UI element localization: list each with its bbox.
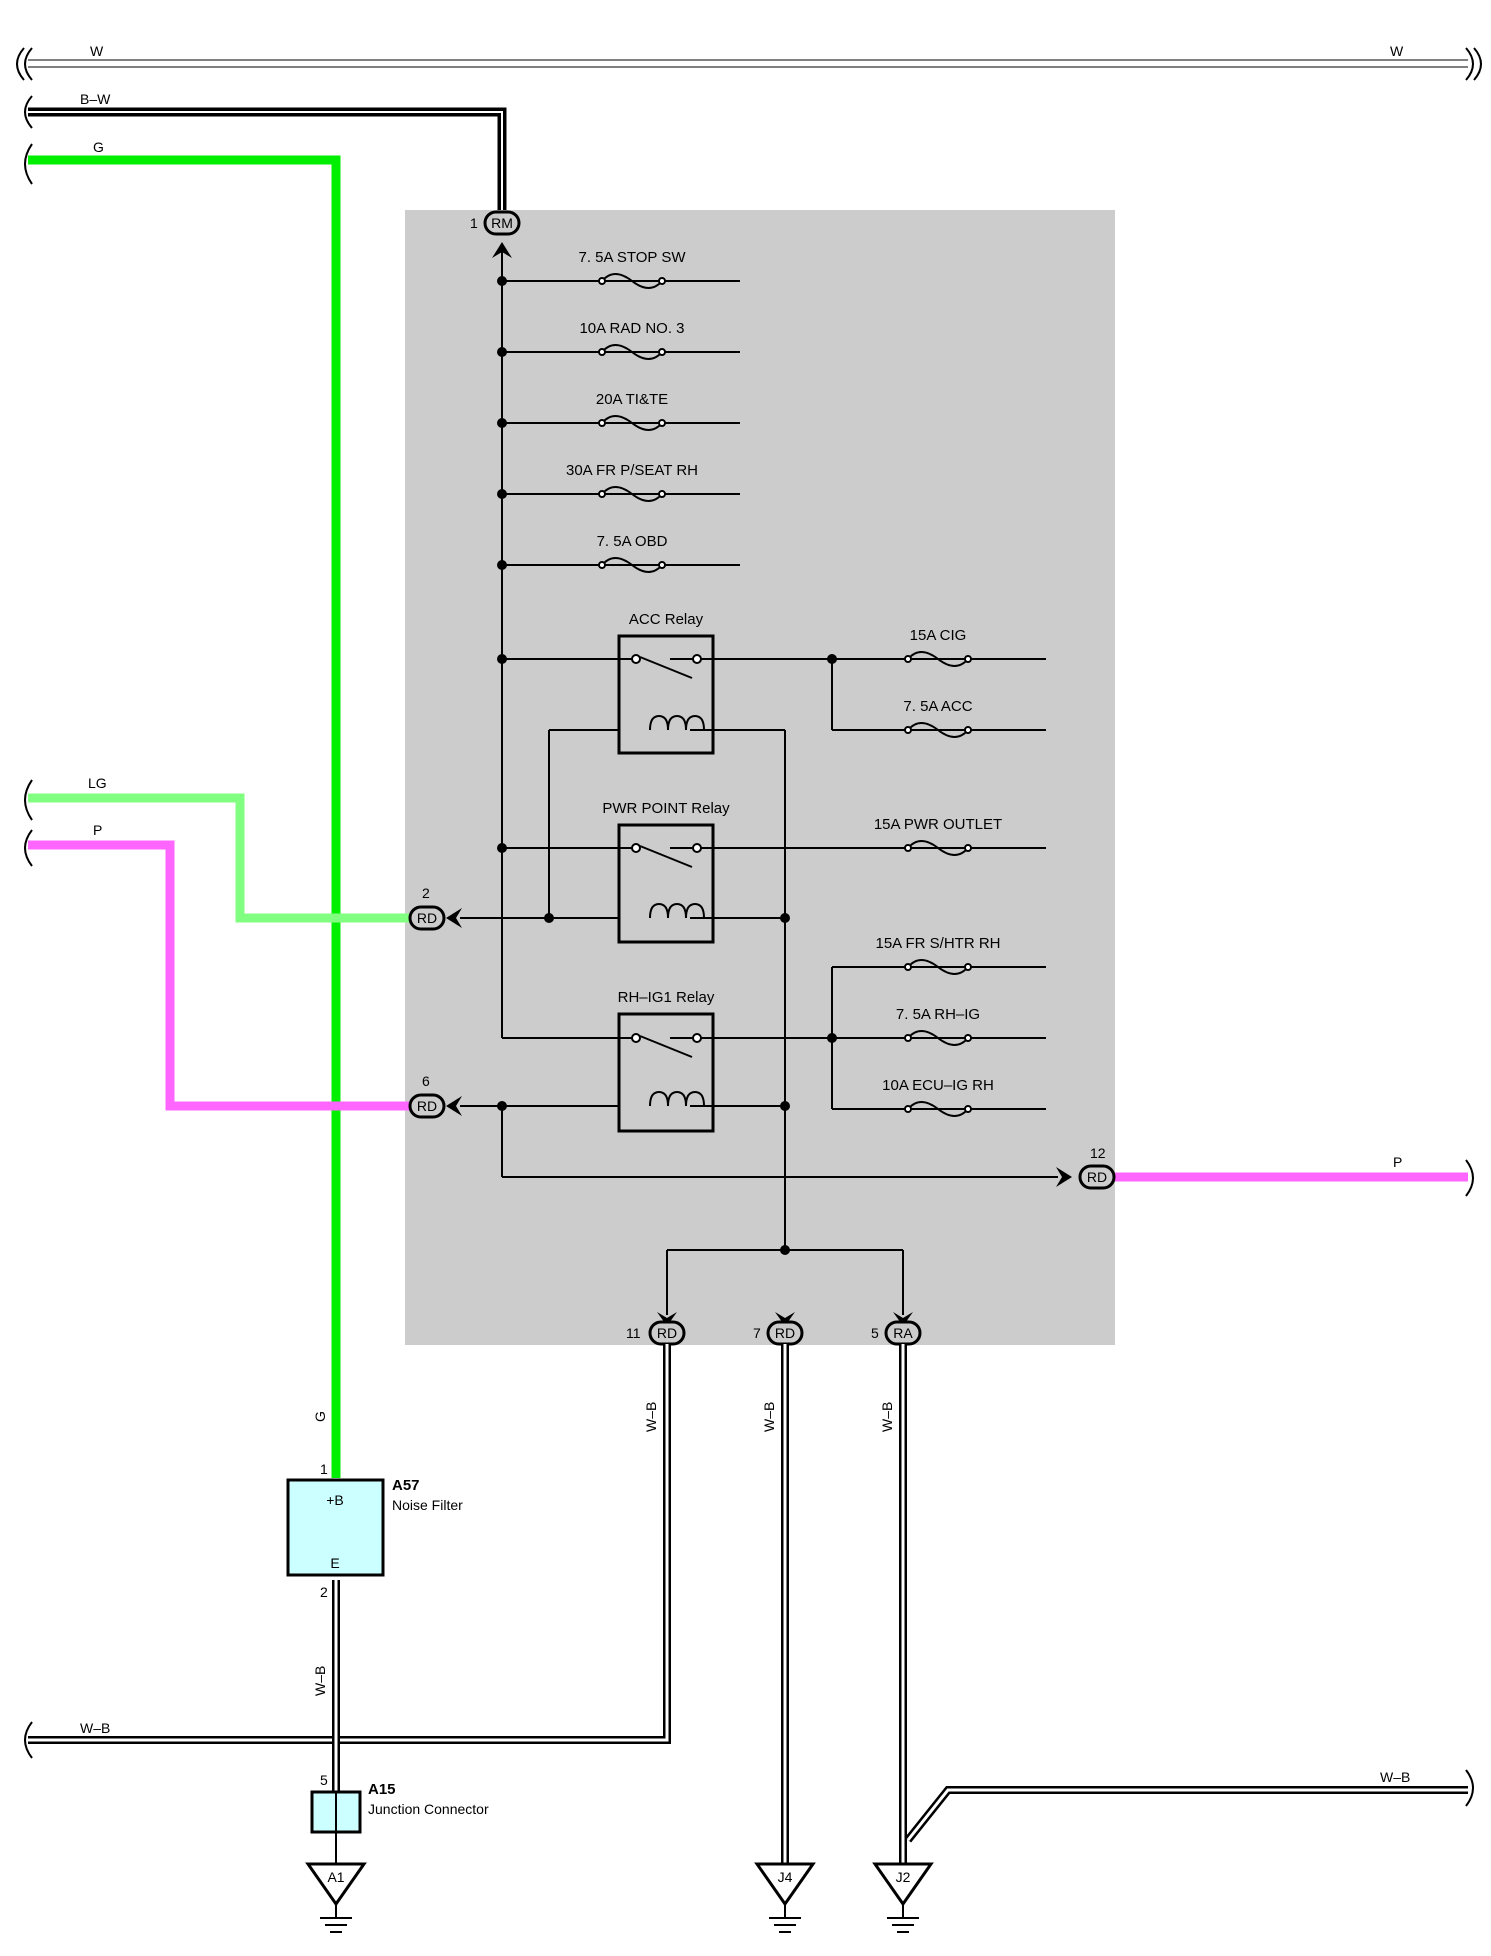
- noise-filter-a57: [286, 1478, 385, 1577]
- wire-lg: [28, 793, 412, 923]
- a57-name: Noise Filter: [392, 1497, 463, 1513]
- ground-j2: [872, 1862, 934, 1933]
- connector-pin-11: 11: [626, 1325, 641, 1341]
- wire-label-bw: B–W: [80, 91, 111, 107]
- connector-code-12: RD: [1087, 1169, 1107, 1185]
- connector-code-5: RA: [893, 1325, 913, 1341]
- fuse-label-cig: 15A CIG: [910, 627, 967, 644]
- wire-label-wb-a57: W–B: [312, 1666, 328, 1696]
- connector-pin-1: 1: [470, 215, 478, 231]
- wire-label-wb-7: W–B: [761, 1402, 777, 1432]
- wire-break-marks: [16, 47, 1482, 1807]
- connector-code-6: RD: [417, 1098, 437, 1114]
- ground-label-j4: J4: [778, 1869, 793, 1885]
- rh-ig1-relay: [617, 1012, 715, 1133]
- fuse-label-stop-sw: 7. 5A STOP SW: [579, 249, 687, 266]
- ground-label-a1: A1: [327, 1869, 344, 1885]
- a57-pin-e-label: E: [330, 1555, 339, 1571]
- acc-relay: [617, 634, 715, 755]
- relay-label-rh-ig1: RH–IG1 Relay: [618, 989, 715, 1006]
- wire-g: [28, 155, 341, 1478]
- wire-label-wb-bottom-right: W–B: [1380, 1769, 1410, 1785]
- wire-label-wb-bottom-left: W–B: [80, 1720, 110, 1736]
- wire-label-w-right: W: [1390, 43, 1404, 59]
- fuse-label-ti-te: 20A TI&TE: [596, 391, 668, 408]
- relay-label-pwr-point: PWR POINT Relay: [602, 800, 730, 817]
- connector-code-7: RD: [775, 1325, 795, 1341]
- a57-pin-b-label: +B: [326, 1492, 344, 1508]
- ground-a1: [305, 1862, 367, 1933]
- relay-label-acc: ACC Relay: [629, 611, 704, 628]
- fuse-label-fr-pseat-rh: 30A FR P/SEAT RH: [566, 462, 698, 479]
- connector-arrows: [446, 242, 1072, 1326]
- connector-pin-7: 7: [753, 1325, 761, 1341]
- connector-code-2: RD: [417, 910, 437, 926]
- a15-name: Junction Connector: [368, 1801, 489, 1817]
- a57-pin2: 2: [320, 1584, 328, 1600]
- fuse-label-ecu-ig-rh: 10A ECU–IG RH: [882, 1077, 994, 1094]
- pwr-point-relay: [617, 823, 715, 944]
- fuse-label-fr-shtr-rh: 15A FR S/HTR RH: [875, 935, 1000, 952]
- junction-dots: [497, 276, 837, 1255]
- fuse-label-rh-ig: 7. 5A RH–IG: [896, 1006, 980, 1023]
- wire-label-p-left: P: [93, 822, 102, 838]
- fuse-label-pwr-outlet: 15A PWR OUTLET: [874, 816, 1002, 833]
- wire-bw: [28, 107, 507, 210]
- wire-label-p-right: P: [1393, 1154, 1402, 1170]
- connector-code-1: RM: [491, 215, 513, 231]
- internal-wiring: [460, 248, 1058, 1315]
- connector-pin-2: 2: [422, 885, 430, 901]
- a57-pin1: 1: [320, 1461, 328, 1477]
- ground-label-j2: J2: [896, 1869, 911, 1885]
- wire-wb-right: [904, 1786, 1468, 1843]
- wire-label-w-left: W: [90, 43, 104, 59]
- junction-block-area: [405, 210, 1115, 1345]
- a15-pin5: 5: [320, 1772, 328, 1788]
- fuse-symbols: [598, 273, 972, 1117]
- fuse-label-rad-no3: 10A RAD NO. 3: [579, 320, 684, 337]
- fuse-label-obd: 7. 5A OBD: [597, 533, 668, 550]
- connector-pin-6: 6: [422, 1073, 430, 1089]
- wire-label-wb-11: W–B: [643, 1402, 659, 1432]
- wire-label-g-top: G: [93, 139, 104, 155]
- a57-code: A57: [392, 1477, 420, 1494]
- connector-code-11: RD: [657, 1325, 677, 1341]
- wire-w-top: [28, 59, 1468, 68]
- wire-label-wb-5: W–B: [879, 1402, 895, 1432]
- wire-label-g-vertical: G: [312, 1411, 328, 1422]
- fuse-label-acc: 7. 5A ACC: [903, 698, 972, 715]
- wire-wb-11: [28, 1344, 671, 1744]
- connector-pin-5: 5: [871, 1325, 879, 1341]
- connector-pills: [408, 210, 1116, 1346]
- ground-j4: [754, 1862, 816, 1933]
- connector-pin-12: 12: [1090, 1145, 1106, 1161]
- a15-code: A15: [368, 1781, 396, 1798]
- wire-p-left: [28, 840, 412, 1111]
- wire-label-lg: LG: [88, 775, 107, 791]
